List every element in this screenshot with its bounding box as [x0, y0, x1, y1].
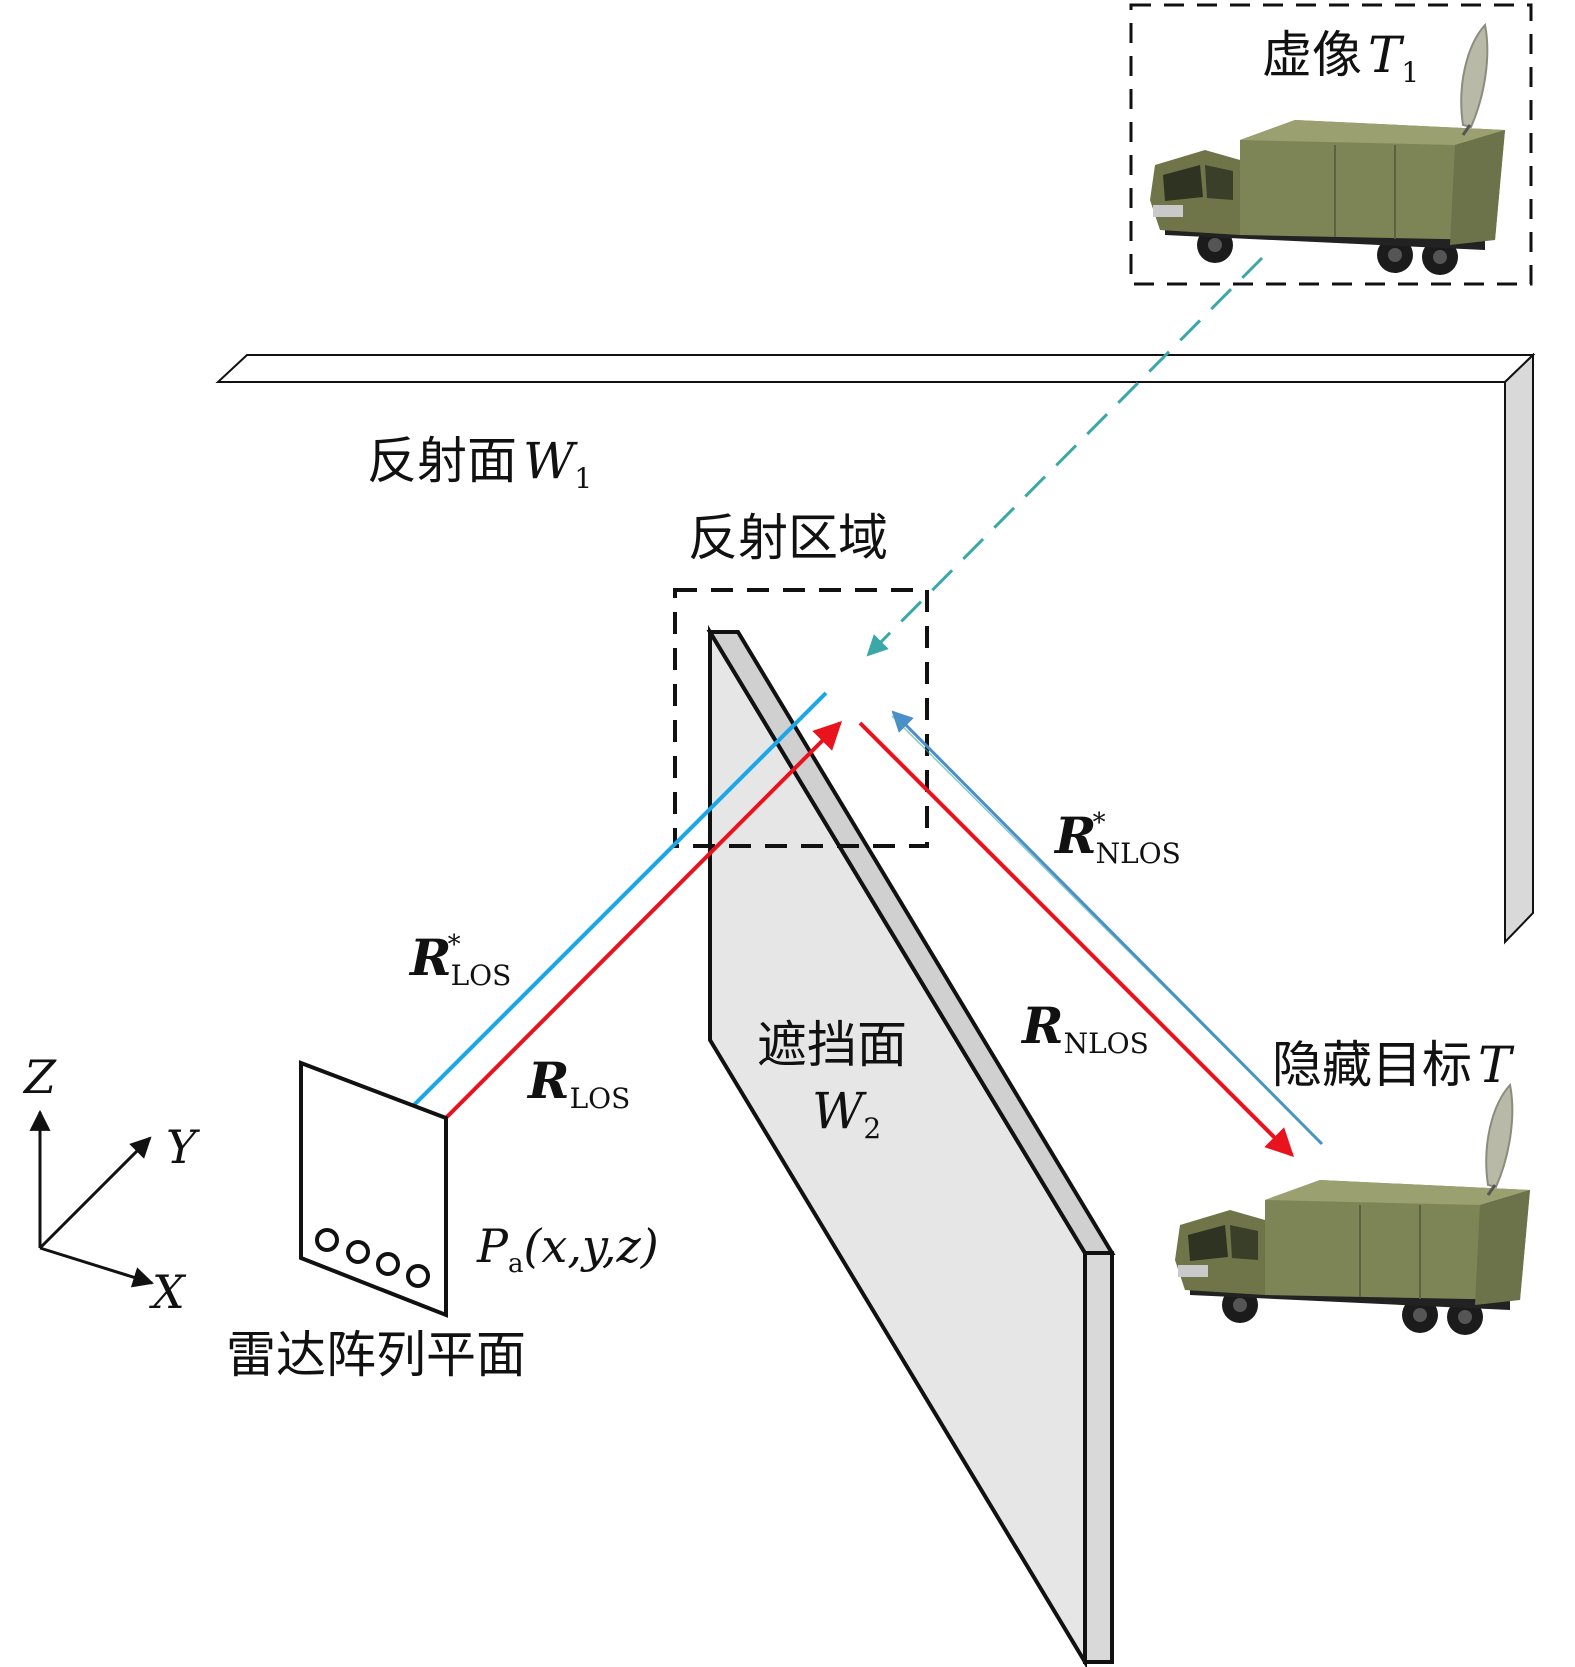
occluder-wall-w2 — [706, 624, 1116, 1667]
r-los-star-ray — [362, 691, 828, 1157]
virtual-image-box — [1129, 3, 1533, 286]
antenna-element-1 — [315, 1228, 339, 1252]
axis-z-label: Z — [22, 1050, 57, 1104]
reflect-wall-w1 — [215, 352, 1536, 945]
virtual-path-arrow — [866, 256, 1264, 657]
r-los-label: RLOS — [526, 1051, 630, 1115]
antenna-element-4 — [406, 1264, 430, 1288]
antenna-element-3 — [376, 1252, 400, 1276]
coordinate-axes: Z Y X — [22, 1050, 201, 1319]
r-nlos-label: RNLOS — [1020, 996, 1149, 1060]
occluder-label-cjk: 遮挡面 — [757, 1016, 907, 1074]
antenna-element-2 — [346, 1240, 370, 1264]
reflect-region-box — [673, 588, 929, 848]
occluder-label-var: W2 — [812, 1082, 881, 1145]
point-label: Pa(x,y,z) — [476, 1219, 659, 1279]
reflect-region-label: 反射区域 — [688, 509, 888, 567]
axis-y-label: Y — [166, 1120, 201, 1174]
r-los-ray — [374, 721, 842, 1190]
r-nlos-star-ray-teal — [891, 715, 1319, 1141]
r-nlos-star-label: R*NLOS — [1053, 806, 1181, 870]
hidden-truck-image — [1173, 1083, 1532, 1337]
axis-x-label: X — [149, 1265, 187, 1319]
r-los-star-label: R*LOS — [408, 928, 511, 992]
radar-plane-label: 雷达阵列平面 — [226, 1326, 526, 1384]
radar-array-plane — [299, 1060, 448, 1318]
r-nlos-ray — [858, 721, 1294, 1157]
